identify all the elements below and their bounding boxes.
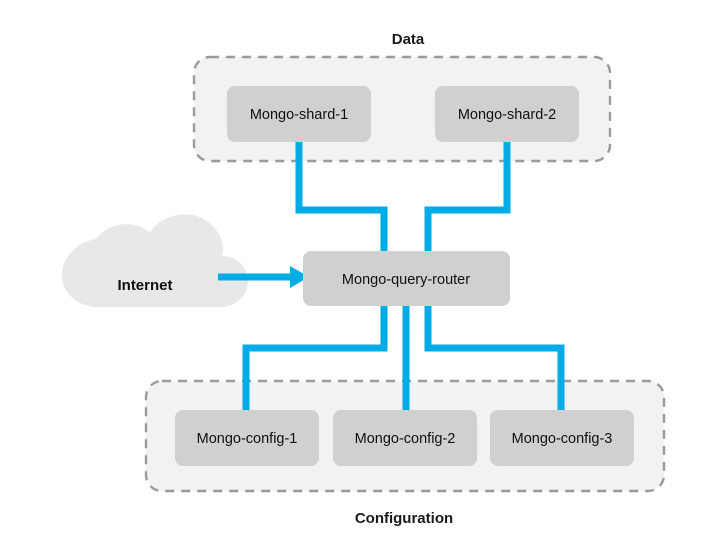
connector-internet-to-router — [218, 266, 309, 288]
mongo-config-3[interactable]: Mongo-config-3 — [490, 410, 634, 466]
mongo-query-router-label: Mongo-query-router — [342, 272, 470, 288]
connector-router-to-config1 — [242, 303, 388, 432]
mongo-config-1-box — [175, 410, 319, 466]
mongo-shard-2[interactable]: Mongo-shard-2 — [435, 86, 579, 142]
mongo-shard-1-box — [227, 86, 371, 142]
connector-shard1-to-router — [295, 128, 388, 254]
cloud-shape — [62, 214, 248, 307]
mongo-config-3-label: Mongo-config-3 — [512, 431, 613, 447]
internet-cloud[interactable]: Internet — [62, 214, 248, 307]
mongo-query-router-box — [303, 251, 510, 306]
mongo-config-2[interactable]: Mongo-config-2 — [333, 410, 477, 466]
mongo-config-1-label: Mongo-config-1 — [197, 431, 298, 447]
mongo-query-router[interactable]: Mongo-query-router — [303, 251, 510, 306]
internet-cloud-label: Internet — [117, 277, 172, 294]
mongo-config-3-box — [490, 410, 634, 466]
connector-shard2-to-router — [424, 128, 511, 254]
mongo-shard-1[interactable]: Mongo-shard-1 — [227, 86, 371, 142]
data-group-label: Data — [392, 31, 425, 48]
mongo-shard-1-label: Mongo-shard-1 — [250, 107, 348, 123]
mongo-config-1[interactable]: Mongo-config-1 — [175, 410, 319, 466]
arrow-head-icon — [290, 266, 309, 288]
mongo-shard-2-box — [435, 86, 579, 142]
mongo-config-2-box — [333, 410, 477, 466]
mongo-shard-2-label: Mongo-shard-2 — [458, 107, 556, 123]
configuration-group-label: Configuration — [355, 510, 453, 527]
connector-router-to-config3 — [424, 303, 565, 432]
mongo-config-2-label: Mongo-config-2 — [355, 431, 456, 447]
